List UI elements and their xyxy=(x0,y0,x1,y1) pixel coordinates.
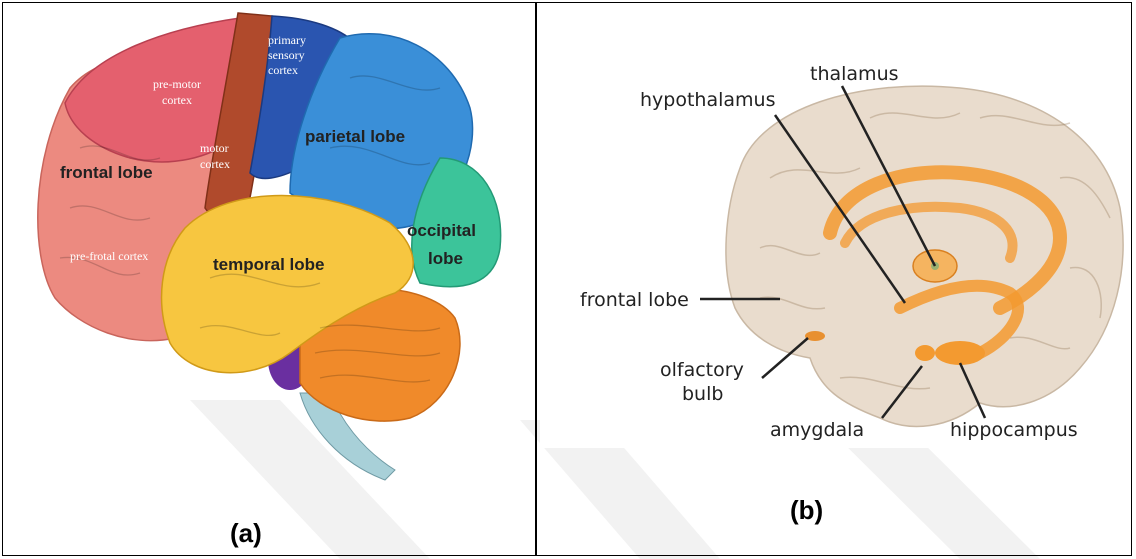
label-thalamus: thalamus xyxy=(810,63,899,85)
label-amygdala: amygdala xyxy=(770,419,864,441)
caption-b: (b) xyxy=(790,495,823,526)
label-frontal-lobe-b: frontal lobe xyxy=(580,289,689,311)
label-motor-line1: motor xyxy=(200,141,229,155)
label-hypothalamus: hypothalamus xyxy=(640,89,775,111)
label-occipital-line1: occipital xyxy=(407,221,476,240)
label-temporal-lobe: temporal lobe xyxy=(213,255,324,274)
label-pre-motor-line2: cortex xyxy=(162,93,192,107)
label-primary-sensory-line1: primary xyxy=(268,33,306,47)
label-primary-sensory-line3: cortex xyxy=(268,63,298,77)
caption-a: (a) xyxy=(230,518,262,549)
hippocampus-shape xyxy=(935,341,985,365)
label-primary-sensory-line2: sensory xyxy=(268,48,305,62)
label-hippocampus: hippocampus xyxy=(950,419,1078,441)
panel-divider xyxy=(535,2,537,556)
amygdala-shape xyxy=(915,345,935,361)
label-motor-line2: cortex xyxy=(200,157,230,171)
label-olfactory-line1: olfactory xyxy=(660,359,744,381)
label-pre-motor-line1: pre-motor xyxy=(153,77,201,91)
panel-b-limbic-diagram: thalamus hypothalamus frontal lobe olfac… xyxy=(540,8,1130,448)
label-olfactory-line2: bulb xyxy=(682,383,723,405)
label-parietal-lobe: parietal lobe xyxy=(305,127,405,146)
label-pre-frontal-cortex: pre-frotal cortex xyxy=(70,249,148,263)
label-occipital-line2: lobe xyxy=(428,249,463,268)
panel-a-brain-diagram: primary sensory cortex pre-motor cortex … xyxy=(10,8,525,493)
label-frontal-lobe: frontal lobe xyxy=(60,163,153,182)
